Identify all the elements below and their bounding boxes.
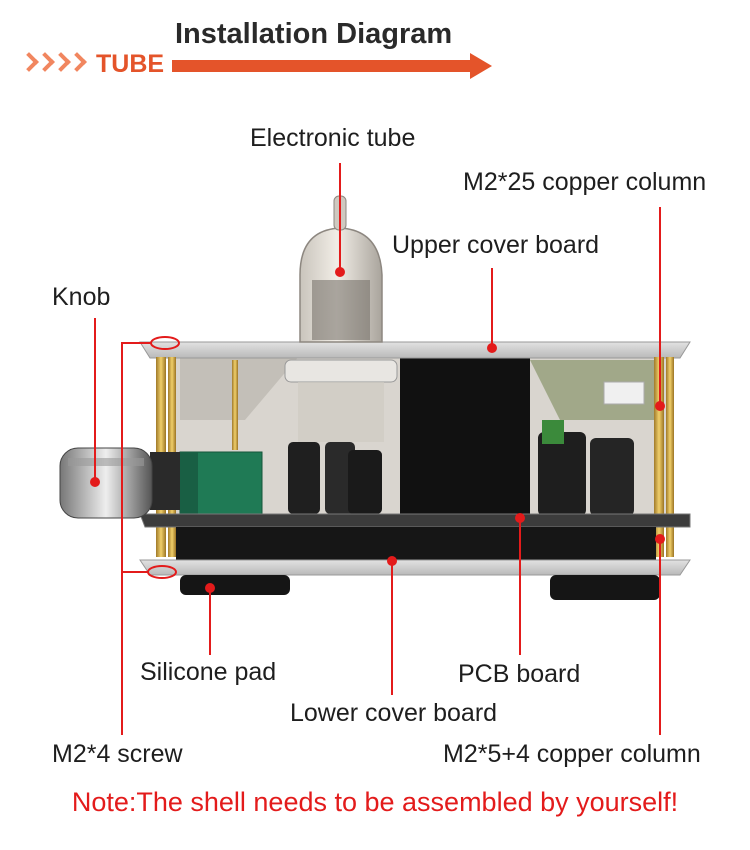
black-module (400, 355, 530, 515)
capacitor (348, 450, 382, 514)
label-copper-column-54: M2*5+4 copper column (443, 740, 701, 768)
label-copper-column-25: M2*25 copper column (463, 168, 707, 196)
header-tag: TUBE (96, 50, 165, 78)
label-m2-4-screw: M2*4 screw (52, 740, 183, 768)
label-upper-cover-board: Upper cover board (392, 231, 600, 259)
pcb-plate (139, 513, 691, 528)
arrow-right-icon (470, 53, 492, 79)
capacitor (288, 442, 320, 514)
capacitor-small (542, 420, 564, 444)
lower-cover-plate (139, 559, 691, 576)
label-silicone-pad: Silicone pad (140, 658, 277, 686)
label-pcb-board: PCB board (458, 660, 581, 688)
label-electronic-tube: Electronic tube (250, 124, 416, 152)
label-knob: Knob (52, 283, 111, 311)
label-lower-cover-board: Lower cover board (290, 699, 498, 727)
silicone-pad (180, 575, 290, 595)
copper-column (666, 357, 674, 557)
page-title: Installation Diagram (175, 18, 453, 50)
assembly-note: Note:The shell needs to be assembled by … (71, 787, 679, 817)
copper-column (654, 357, 664, 557)
header-arrow-bar (172, 60, 472, 72)
electronic-tube (284, 195, 398, 442)
upper-cover-plate (139, 341, 691, 359)
knob (59, 447, 180, 519)
capacitor (538, 432, 586, 516)
capacitor (590, 438, 634, 516)
silicone-pad (550, 575, 660, 600)
capacitor (325, 442, 355, 514)
